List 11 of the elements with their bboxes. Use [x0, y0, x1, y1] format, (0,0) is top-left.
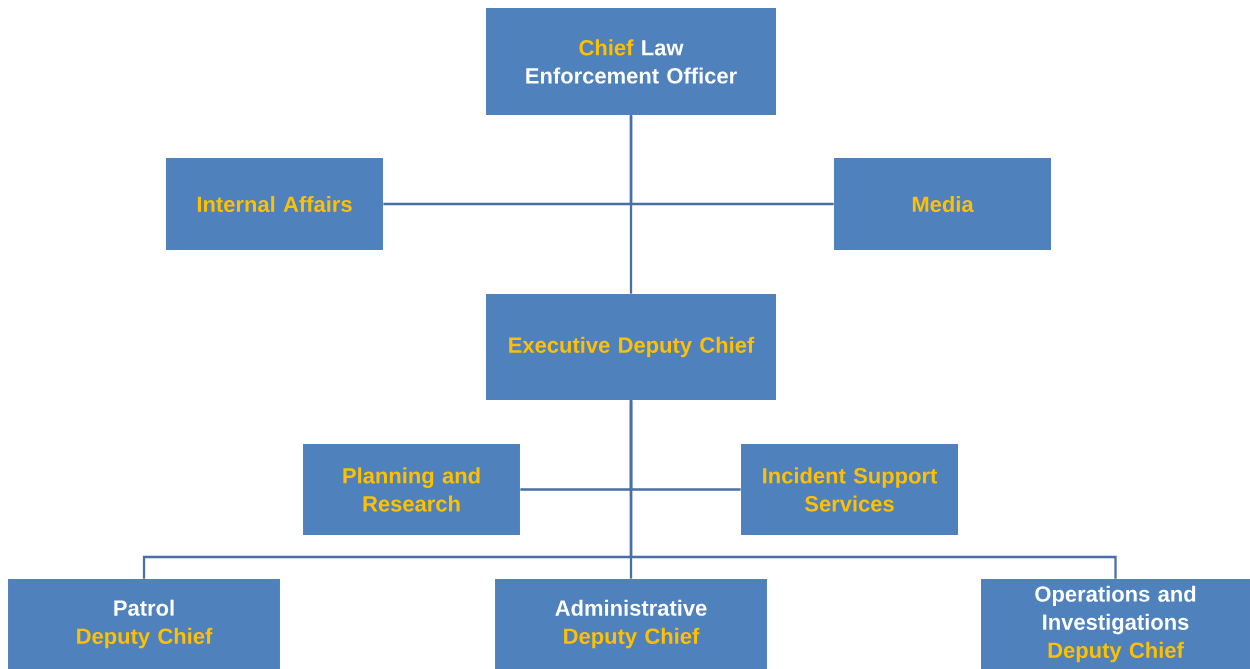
- org-box: Planning and Research: [303, 444, 520, 535]
- org-box: Chief Law Enforcement Officer: [486, 8, 776, 115]
- org-box: Incident Support Services: [741, 444, 958, 535]
- org-box: Internal Affairs: [166, 158, 383, 250]
- org-box: Patrol Deputy Chief: [8, 579, 280, 669]
- org-box: Operations and Investigations Deputy Chief: [981, 579, 1250, 669]
- org-box: Executive Deputy Chief: [486, 294, 776, 400]
- org-box: Administrative Deputy Chief: [495, 579, 767, 669]
- org-box: Media: [834, 158, 1051, 250]
- connector-line: [629, 400, 1117, 579]
- connector-line: [629, 115, 633, 294]
